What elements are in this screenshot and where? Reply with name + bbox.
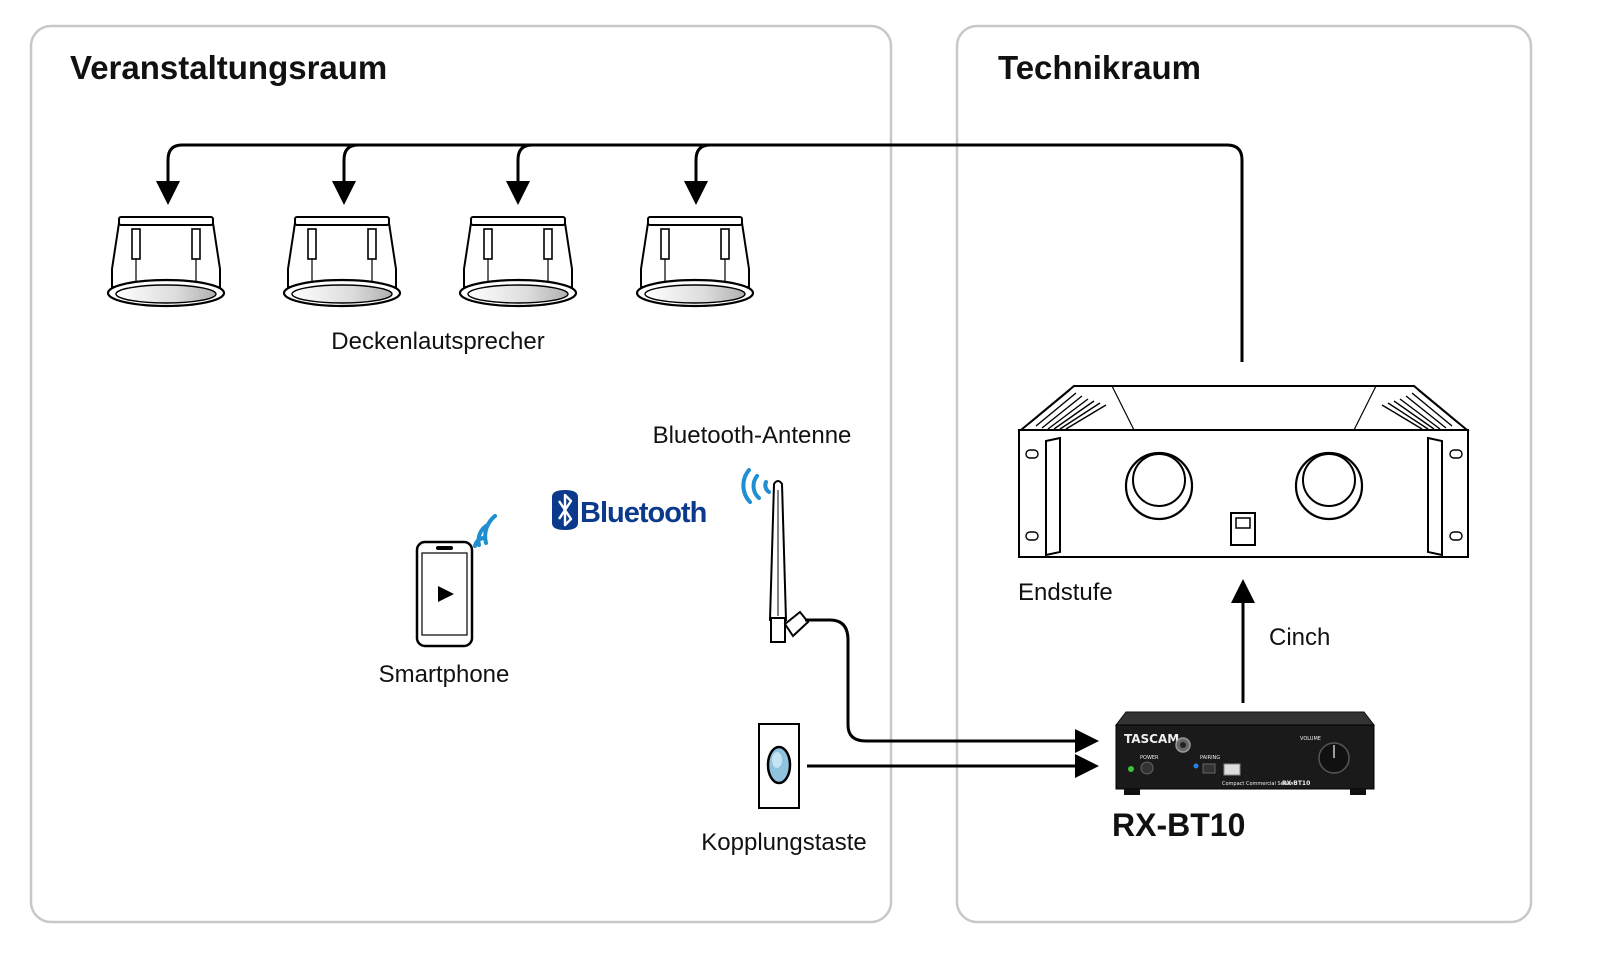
pairing-switch xyxy=(1202,763,1216,774)
amplifier-icon xyxy=(1018,385,1470,558)
ceiling-speakers-label: Deckenlautsprecher xyxy=(331,328,544,355)
receiver-device-icon: TASCAM POWER PAIRING VOLUME Compact Comm… xyxy=(1114,711,1376,795)
smartphone-icon xyxy=(415,540,474,648)
receiver-model-label: RX-BT10 xyxy=(1112,807,1245,843)
speaker-branch-4 xyxy=(684,143,711,205)
power-button xyxy=(1140,761,1154,775)
bluetooth-wordmark: Bluetooth xyxy=(580,497,706,529)
tech-room-box xyxy=(955,24,1533,924)
device-volume-label: VOLUME xyxy=(1300,736,1321,742)
power-led xyxy=(1128,766,1134,772)
bluetooth-icon xyxy=(552,490,578,530)
pairing-led xyxy=(1193,763,1199,769)
event-room-box xyxy=(29,24,893,924)
ceiling-speaker-icon xyxy=(282,215,402,308)
speaker-branch-2 xyxy=(332,143,359,205)
bluetooth-antenna-icon xyxy=(768,480,810,643)
ceiling-speaker-icon xyxy=(106,215,226,308)
bt-antenna-label: Bluetooth-Antenne xyxy=(653,422,852,449)
antenna-cable xyxy=(805,618,1099,753)
amplifier-label: Endstufe xyxy=(1018,579,1113,606)
pairing-button-icon xyxy=(758,723,800,809)
device-pairing-label: PAIRING xyxy=(1200,755,1220,761)
tech-room-title: Technikraum xyxy=(998,49,1201,86)
ceiling-speaker-icon xyxy=(635,215,755,308)
bluetooth-logo: Bluetooth xyxy=(552,490,707,530)
wifi-signal-icon xyxy=(473,514,497,548)
smartphone-label: Smartphone xyxy=(379,661,510,688)
event-room-title: Veranstaltungsraum xyxy=(70,49,387,86)
device-model-label: RX-BT10 xyxy=(1282,780,1310,787)
device-power-label: POWER xyxy=(1140,755,1159,761)
ceiling-speaker-icon xyxy=(458,215,578,308)
pairing-button-label: Kopplungstaste xyxy=(701,829,866,856)
device-brand: TASCAM xyxy=(1124,732,1179,746)
speaker-branch-3 xyxy=(506,143,533,205)
terminal-block xyxy=(1223,763,1241,776)
antenna-signal-icon xyxy=(741,468,771,504)
cinch-label: Cinch xyxy=(1269,624,1330,651)
device-series-label: Compact Commercial Series xyxy=(1222,781,1293,787)
